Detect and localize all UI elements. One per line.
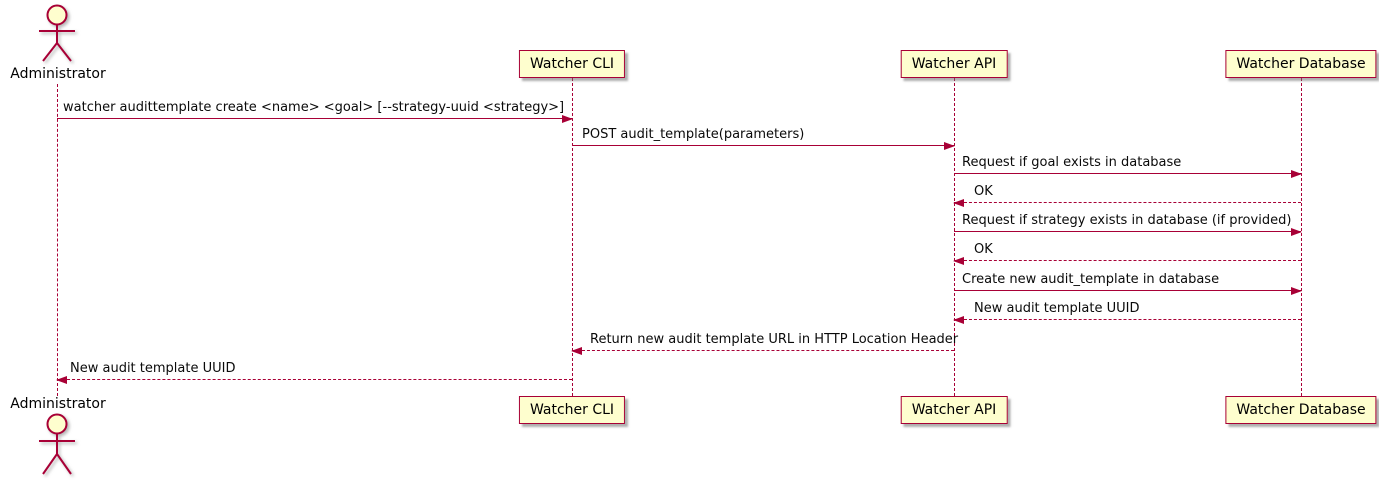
actor-administrator-label-top: Administrator [10,66,106,82]
message-1: watcher audittemplate create <name> <goa… [57,100,573,123]
arrow-left-icon [953,199,964,207]
participant-box-watcher-cli-top: Watcher CLI [518,50,626,78]
message-10-line [57,379,572,380]
lifeline-administrator [57,84,58,396]
participant-box-watcher-cli-bottom: Watcher CLI [518,396,626,424]
message-4-label: OK [974,184,993,199]
actor-icon [39,4,75,62]
arrow-left-icon [953,316,964,324]
participant-box-watcher-database-bottom: Watcher Database [1225,396,1377,424]
message-3: Request if goal exists in database [954,155,1302,178]
lifeline-watcher-cli [572,78,573,396]
message-3-line [954,173,1301,174]
message-5-label: Request if strategy exists in database (… [962,213,1292,228]
participant-box-watcher-api-top: Watcher API [900,50,1008,78]
message-7: Create new audit_template in database [954,272,1302,295]
arrow-right-icon [1291,228,1302,236]
message-3-label: Request if goal exists in database [962,155,1182,170]
arrow-right-icon [1291,170,1302,178]
message-8-label: New audit template UUID [974,301,1140,316]
arrow-left-icon [56,376,67,384]
message-9-label: Return new audit template URL in HTTP Lo… [590,332,959,347]
message-6-line [954,260,1301,261]
participant-box-watcher-database-top: Watcher Database [1225,50,1377,78]
message-2-label: POST audit_template(parameters) [582,127,805,142]
message-9-line [572,350,954,351]
arrow-right-icon [562,115,573,123]
message-8: New audit template UUID [953,301,1301,324]
message-9: Return new audit template URL in HTTP Lo… [571,332,958,355]
message-2: POST audit_template(parameters) [572,127,955,150]
message-7-label: Create new audit_template in database [962,272,1220,287]
message-4: OK [953,184,1301,207]
arrow-right-icon [944,142,955,150]
message-10-label: New audit template UUID [70,361,236,376]
lifeline-watcher-api [954,78,955,396]
arrow-left-icon [571,347,582,355]
participant-box-watcher-api-bottom: Watcher API [900,396,1008,424]
message-5-line [954,231,1301,232]
message-5: Request if strategy exists in database (… [954,213,1302,236]
arrow-left-icon [953,257,964,265]
message-7-line [954,290,1301,291]
message-8-line [954,319,1301,320]
lifeline-watcher-database [1301,78,1302,396]
message-1-label: watcher audittemplate create <name> <goa… [63,100,565,115]
message-10: New audit template UUID [56,361,572,384]
actor-icon [39,413,75,475]
actor-administrator-label-bottom: Administrator [10,396,106,412]
message-6-label: OK [974,242,993,257]
message-2-line [572,145,954,146]
message-1-line [57,118,572,119]
arrow-right-icon [1291,287,1302,295]
message-6: OK [953,242,1301,265]
message-4-line [954,202,1301,203]
